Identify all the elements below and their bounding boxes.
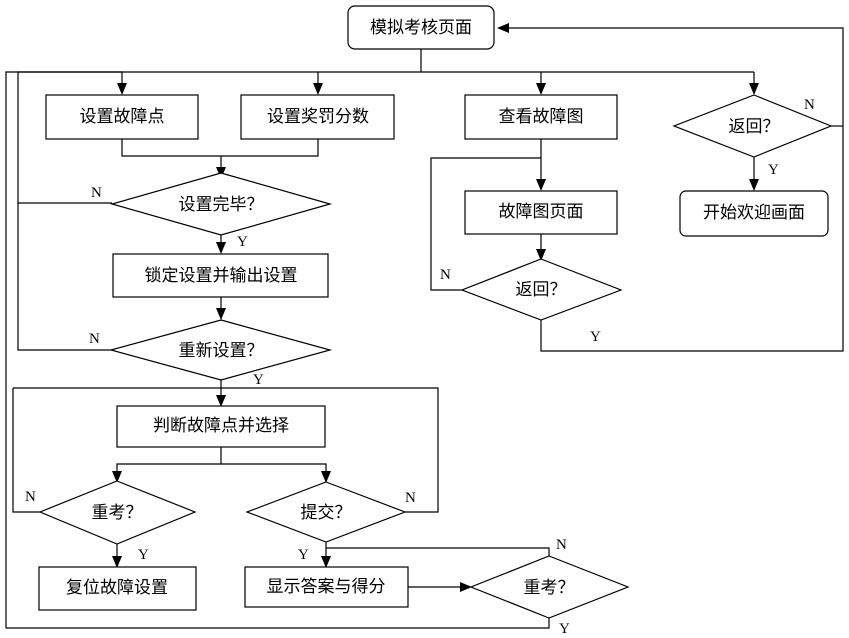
node-fault-page-label: 故障图页面: [499, 202, 584, 222]
edge-return-mid-no-loop: [430, 157, 541, 291]
edges: [5, 27, 844, 629]
arrow-into-view-fault: [536, 83, 546, 95]
node-sim-page: 模拟考核页面: [347, 5, 495, 50]
node-lock-output-label: 锁定设置并输出设置: [145, 266, 298, 286]
node-reset-fault: 复位故障设置: [38, 566, 197, 611]
node-show-answer: 显示答案与得分: [244, 566, 409, 608]
edge-retest-right-yes-loop: [6, 618, 550, 629]
label-return-top-no: N: [804, 97, 815, 113]
node-set-reward-label: 设置奖罚分数: [267, 107, 369, 127]
label-reset-no: N: [89, 331, 100, 347]
arrow-into-start-welcome: [749, 179, 759, 191]
node-return-top-label: 返回？: [729, 117, 780, 137]
node-fault-page: 故障图页面: [464, 190, 618, 235]
arrow-into-set-fault: [117, 83, 127, 95]
label-retest-left-no: N: [25, 489, 36, 505]
node-judge: 判断故障点并选择: [116, 405, 326, 448]
node-start-welcome-label: 开始欢迎画面: [703, 203, 805, 223]
arrow-into-return-top: [749, 83, 759, 95]
edge-labels: N Y N Y N Y N Y N N Y Y N Y: [25, 97, 815, 637]
label-return-mid-no: N: [440, 267, 451, 283]
node-set-reward: 设置奖罚分数: [240, 94, 395, 140]
node-retest-left: 重考？: [38, 480, 197, 545]
label-retest-right-yes: Y: [559, 621, 570, 637]
arrow-into-fault-page: [536, 179, 546, 191]
edge-set-fault-merge: [121, 139, 319, 157]
edge-outer-loop-left: [5, 71, 122, 628]
arrow-into-submit: [321, 471, 331, 483]
label-retest-right-no: N: [556, 537, 567, 553]
node-return-top: 返回？: [672, 94, 833, 158]
arrow-into-sim-page: [497, 23, 509, 33]
arrow-into-judge: [216, 395, 226, 407]
node-reset: 重新设置？: [108, 319, 333, 381]
arrowheads: [112, 23, 759, 592]
edge-judge-split: [116, 447, 222, 474]
arrow-into-return-mid: [536, 249, 546, 261]
node-reset-label: 重新设置？: [179, 341, 264, 361]
node-sim-page-label: 模拟考核页面: [370, 18, 472, 38]
node-view-fault-label: 查看故障图: [499, 107, 584, 127]
node-retest-left-label: 重考？: [92, 503, 143, 523]
label-submit-no: N: [405, 490, 416, 506]
label-set-done-yes: Y: [237, 234, 248, 250]
node-judge-label: 判断故障点并选择: [153, 416, 289, 436]
arrow-into-reset: [216, 308, 226, 320]
edge-judge-input-bus: [13, 387, 439, 513]
label-reset-yes: Y: [253, 372, 264, 388]
node-set-fault: 设置故障点: [45, 94, 199, 140]
label-return-mid-yes: Y: [590, 329, 601, 345]
edge-retest-left-no-loop: [12, 388, 40, 513]
node-return-mid: 返回？: [460, 258, 623, 321]
node-retest-right: 重考？: [469, 555, 630, 619]
arrow-into-lock-output: [216, 242, 226, 254]
arrow-into-reset-fault: [112, 556, 122, 568]
node-submit-label: 提交？: [301, 503, 352, 523]
node-view-fault: 查看故障图: [464, 94, 618, 140]
node-submit: 提交？: [245, 481, 407, 543]
node-reset-fault-label: 复位故障设置: [66, 578, 168, 598]
arrow-into-retest-left: [112, 471, 122, 483]
arrow-into-set-reward: [313, 83, 323, 95]
node-start-welcome: 开始欢迎画面: [679, 190, 829, 237]
node-lock-output: 锁定设置并输出设置: [112, 253, 329, 298]
node-retest-right-label: 重考？: [524, 578, 575, 598]
edge-reset-no-loop: [17, 203, 111, 351]
arrow-into-show-answer: [321, 556, 331, 568]
node-return-mid-label: 返回？: [516, 280, 567, 300]
label-set-done-no: N: [91, 185, 102, 201]
label-submit-yes: Y: [298, 547, 309, 563]
edge-return-mid-yes-loop: [505, 27, 844, 352]
node-set-fault-label: 设置故障点: [80, 107, 165, 127]
label-retest-left-yes: Y: [138, 547, 149, 563]
edge-retest-right-no-loop: [326, 547, 550, 556]
label-return-top-yes: Y: [768, 162, 779, 178]
edge-judge-split-right: [221, 463, 327, 474]
arrow-into-retest-right: [460, 582, 472, 592]
node-set-done: 设置完毕？: [109, 172, 333, 236]
node-set-done-label: 设置完毕？: [179, 195, 264, 215]
node-show-answer-label: 显示答案与得分: [267, 577, 386, 597]
